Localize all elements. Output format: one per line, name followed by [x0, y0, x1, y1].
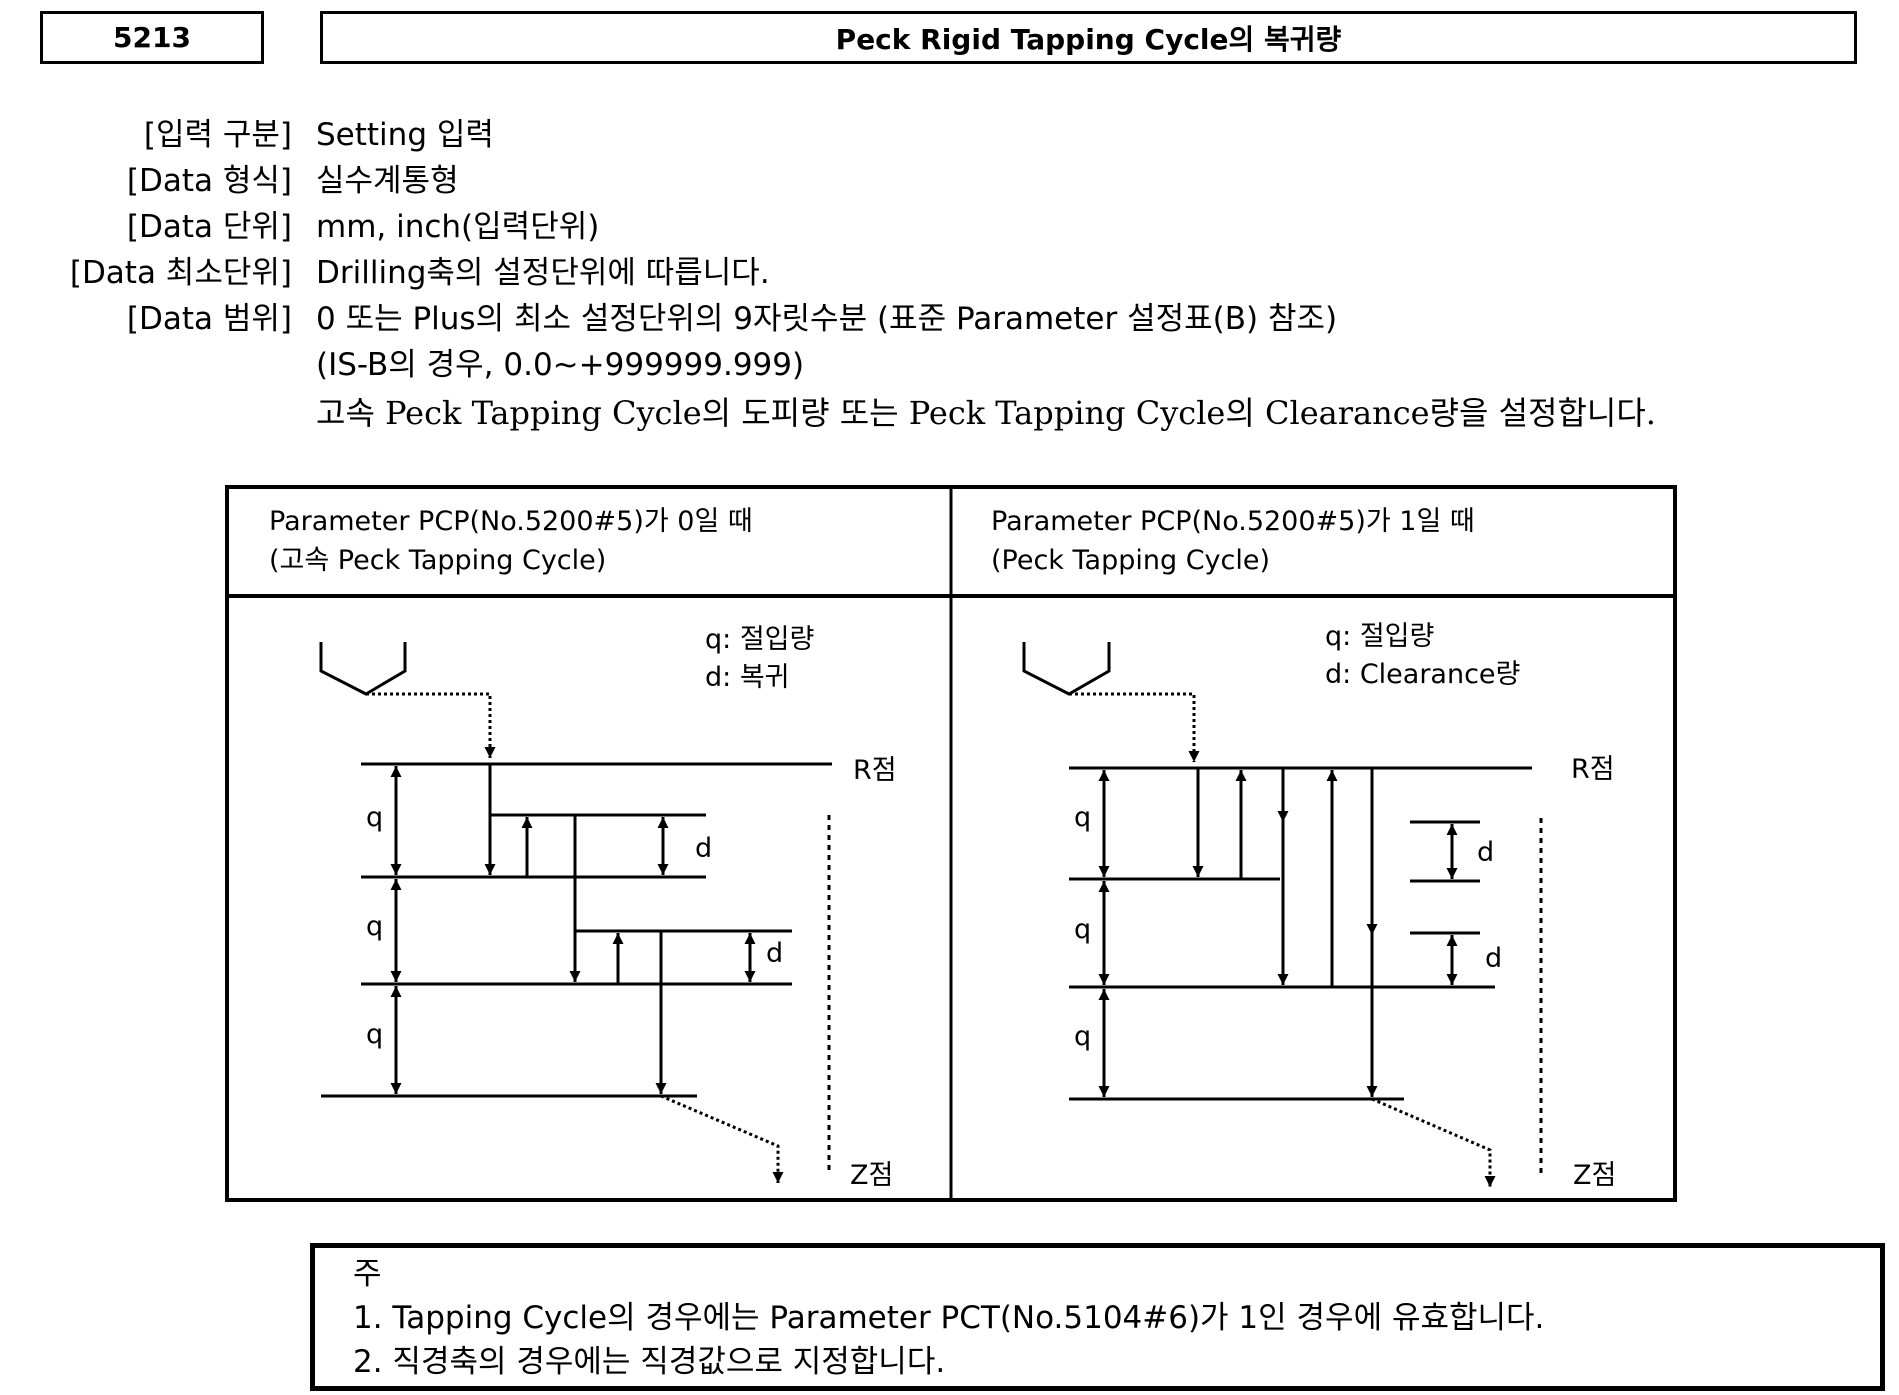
q-label: q [1074, 1021, 1091, 1052]
q-label: q [366, 802, 383, 833]
note-item: 1. Tapping Cycle의 경우에는 Parameter PCT(No.… [353, 1300, 1545, 1336]
right-panel-header-line2: (Peck Tapping Cycle) [991, 545, 1270, 576]
d-label: d [766, 938, 783, 969]
z-point-label: Z점 [1573, 1160, 1616, 1191]
property-row: [Data 최소단위] Drilling축의 설정단위에 따릅니다. [0, 250, 1899, 296]
note-title: 주 [353, 1256, 382, 1292]
note-box: 주 1. Tapping Cycle의 경우에는 Parameter PCT(N… [310, 1243, 1885, 1391]
d-label: d [695, 833, 712, 864]
z-point-label: Z점 [850, 1160, 893, 1191]
property-value: mm, inch(입력단위) [316, 209, 600, 245]
property-label: [Data 최소단위] [69, 255, 292, 291]
rapid-approach-path [366, 692, 496, 758]
property-row: [입력 구분] Setting 입력 [0, 112, 1899, 158]
left-panel-header-line1: Parameter PCP(No.5200#5)가 0일 때 [269, 506, 753, 537]
property-row: [Data 형식] 실수계통형 [0, 158, 1899, 204]
range-example: (IS-B의 경우, 0.0~+999999.999) [316, 347, 805, 383]
property-row: [Data 범위] 0 또는 Plus의 최소 설정단위의 9자릿수분 (표준 … [0, 296, 1899, 342]
left-legend-d: d: 복귀 [705, 662, 790, 693]
drill-tool-icon [1022, 642, 1111, 696]
r-point-label: R점 [853, 755, 897, 786]
property-label: [입력 구분] [143, 117, 292, 153]
property-row: [Data 단위] mm, inch(입력단위) [0, 204, 1899, 250]
drill-tool-icon [319, 642, 407, 696]
right-legend-q: q: 절입량 [1325, 621, 1434, 652]
left-panel-header-line2: (고속 Peck Tapping Cycle) [269, 545, 606, 576]
rapid-approach-path [1069, 692, 1200, 762]
parameter-description: 고속 Peck Tapping Cycle의 도피량 또는 Peck Tappi… [316, 394, 1656, 432]
left-legend-q: q: 절입량 [705, 624, 814, 655]
q-label: q [366, 911, 383, 942]
r-point-label: R점 [1571, 754, 1615, 785]
right-legend-d: d: Clearance량 [1325, 659, 1520, 690]
property-label: [Data 단위] [126, 209, 292, 245]
q-label: q [366, 1019, 383, 1050]
property-value: Setting 입력 [316, 117, 494, 153]
property-value: 실수계통형 [316, 163, 459, 199]
parameter-title-box: Peck Rigid Tapping Cycle의 복귀량 [320, 11, 1857, 64]
q-label: q [1074, 802, 1091, 833]
rapid-exit-path [660, 1094, 784, 1183]
d-label: d [1485, 943, 1502, 974]
q-label: q [1074, 914, 1091, 945]
property-value: 0 또는 Plus의 최소 설정단위의 9자릿수분 (표준 Parameter … [316, 301, 1338, 337]
rapid-exit-path [1371, 1097, 1496, 1187]
parameter-title: Peck Rigid Tapping Cycle의 복귀량 [835, 22, 1342, 56]
d-label: d [1477, 837, 1494, 868]
right-panel-header-line1: Parameter PCP(No.5200#5)가 1일 때 [991, 506, 1475, 537]
parameter-number: 5213 [113, 21, 191, 54]
property-value: Drilling축의 설정단위에 따릅니다. [316, 255, 770, 291]
parameter-number-box: 5213 [40, 11, 264, 64]
property-label: [Data 형식] [126, 163, 292, 199]
note-item: 2. 직경축의 경우에는 직경값으로 지정합니다. [353, 1344, 946, 1380]
property-label: [Data 범위] [126, 301, 292, 337]
